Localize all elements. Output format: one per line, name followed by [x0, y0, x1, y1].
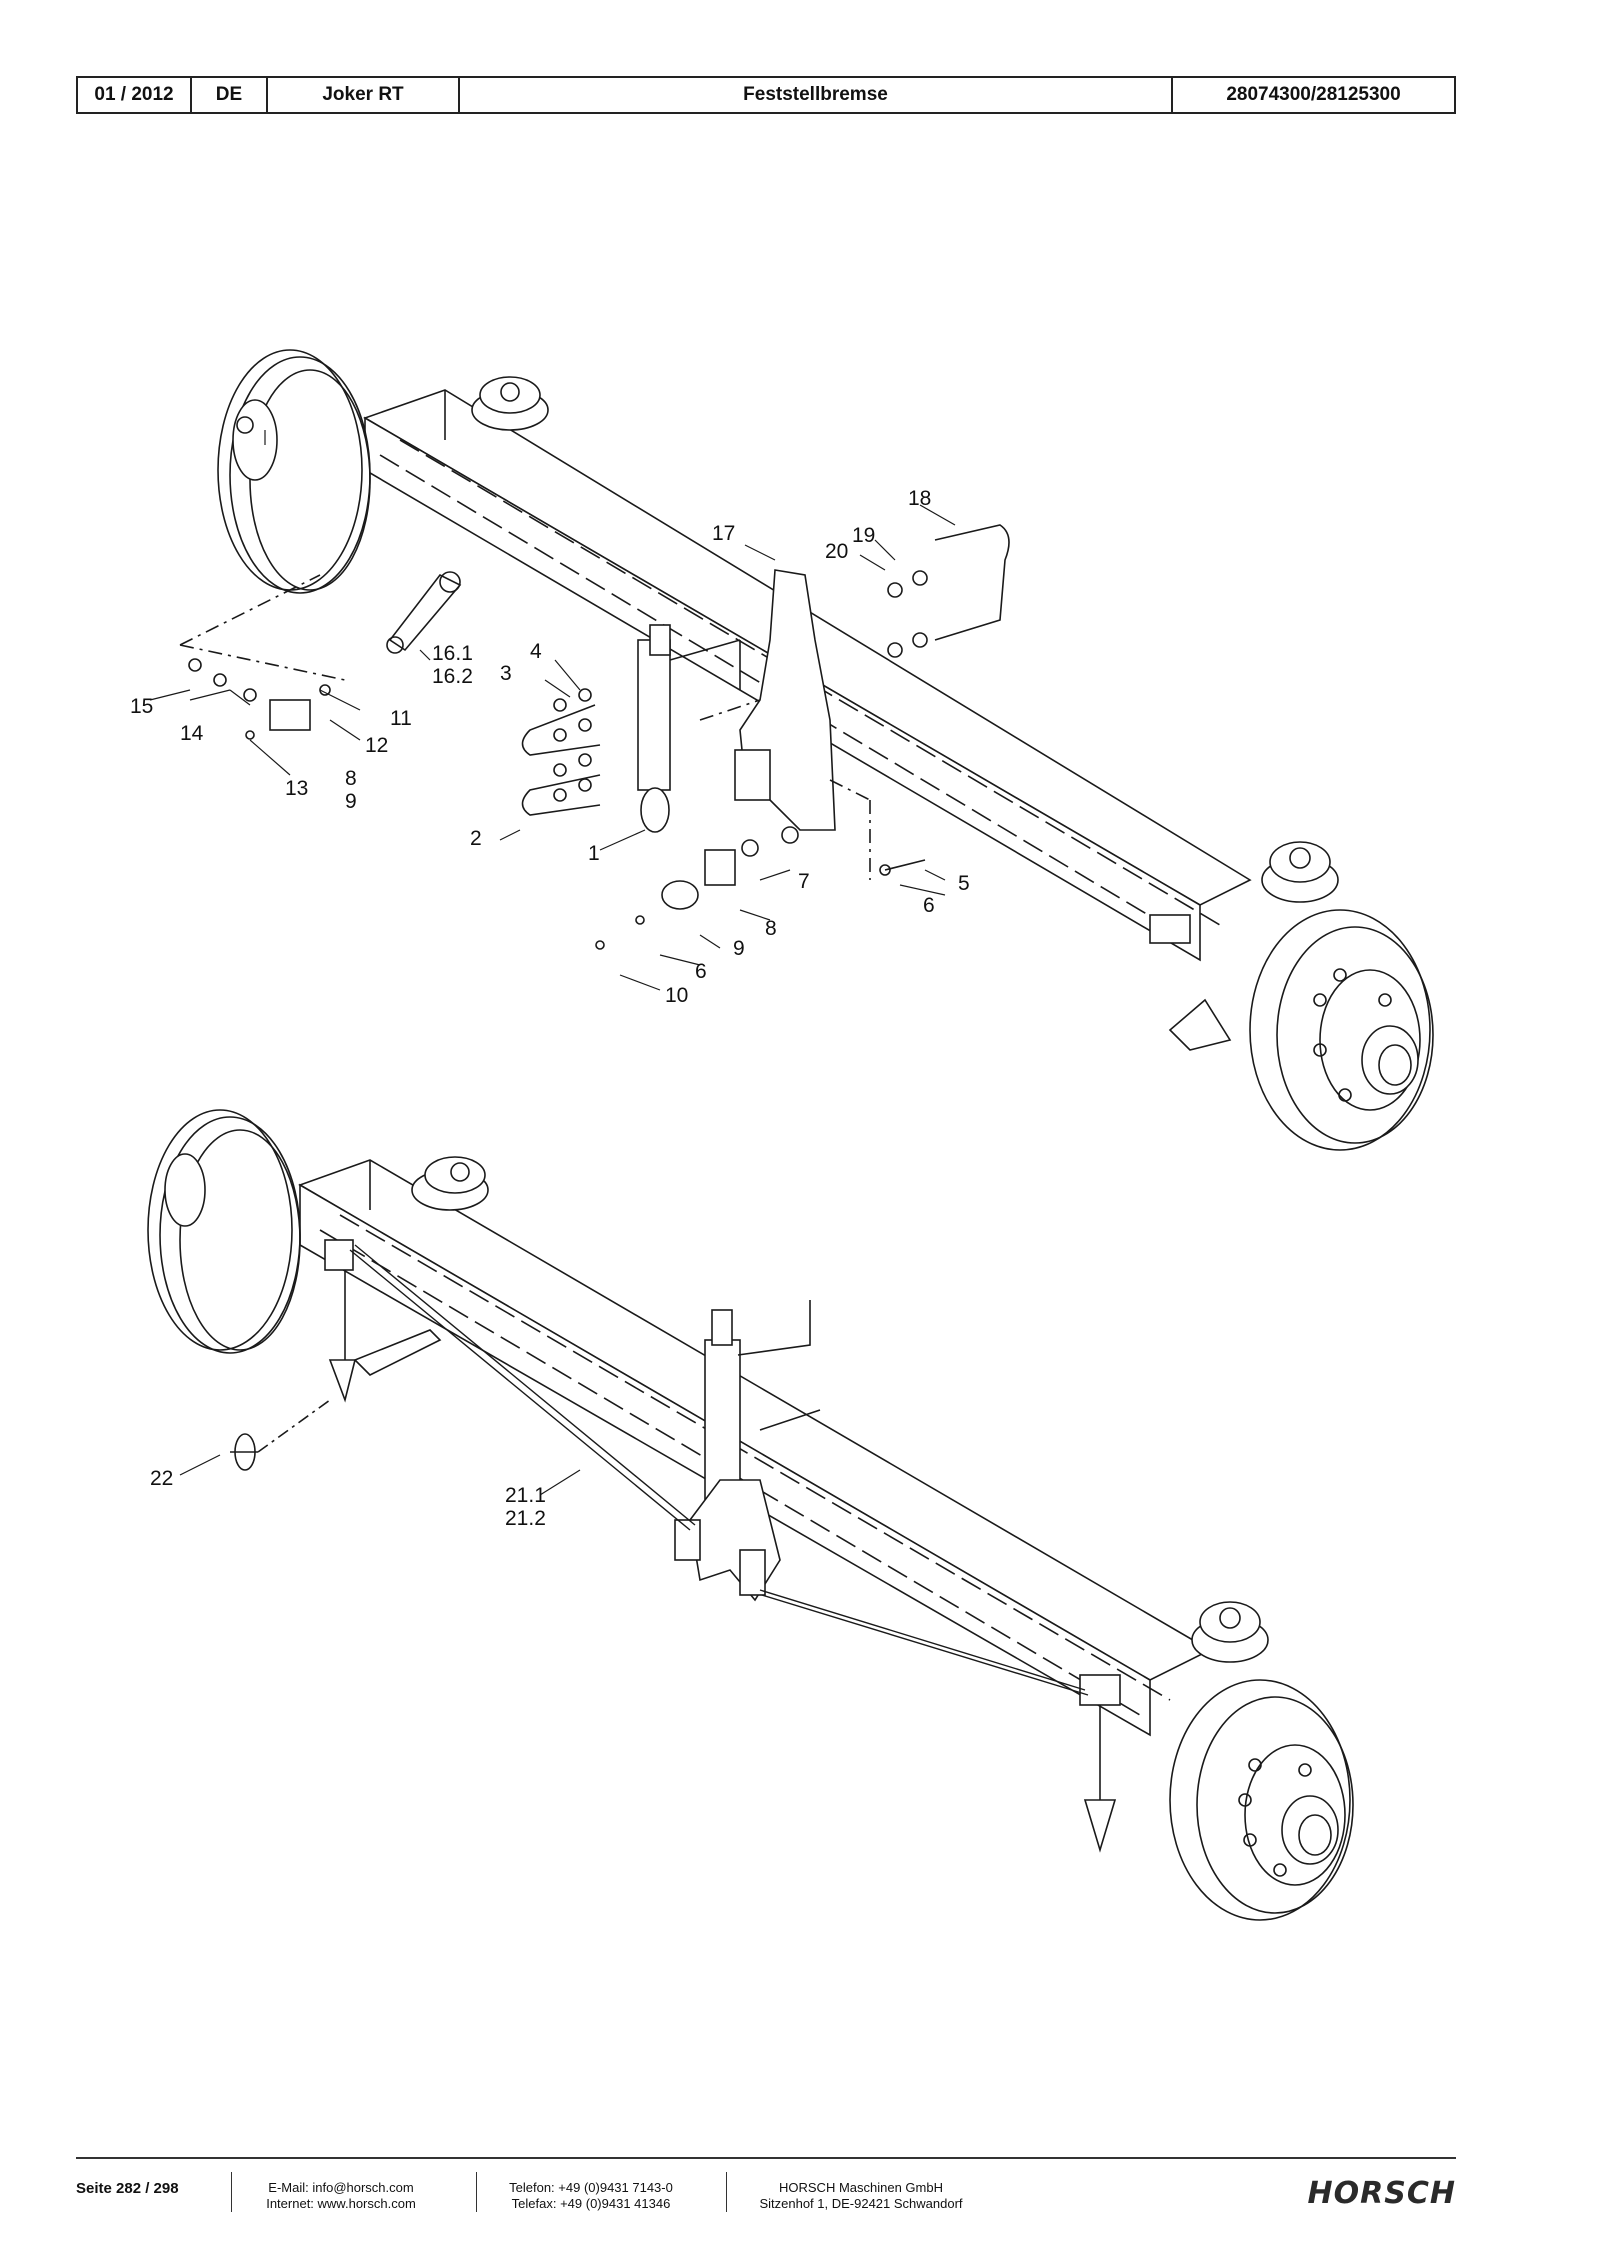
- footer-contact-web: E-Mail: info@horsch.com Internet: www.ho…: [256, 2180, 426, 2212]
- callout-9: 9: [733, 937, 745, 960]
- callout-16-1: 16.1: [432, 642, 473, 665]
- callout-20: 20: [825, 540, 848, 563]
- callout-21-1: 21.1: [505, 1484, 546, 1507]
- bottom-right-brake-drum: [1169, 1679, 1354, 1921]
- bottom-right-brake-chamber: [1191, 1601, 1269, 1663]
- small-hardware: [188, 570, 928, 950]
- callout-14: 14: [180, 722, 204, 745]
- footer: Seite 282 / 298 E-Mail: info@horsch.com …: [76, 2172, 1456, 2218]
- header-part-numbers: 28074300/28125300: [1226, 84, 1401, 105]
- callout-18: 18: [908, 487, 931, 510]
- footer-company: HORSCH Maschinen GmbH: [779, 2180, 943, 2195]
- callout-7: 7: [798, 870, 810, 893]
- callout-5: 5: [958, 872, 970, 895]
- header-date: 01 / 2012: [78, 78, 192, 112]
- footer-fax: Telefax: +49 (0)9431 41346: [511, 2196, 671, 2211]
- callout-4: 4: [530, 640, 542, 663]
- top-right-brake-drum: [1249, 909, 1434, 1151]
- bracket-plate: [734, 569, 836, 831]
- footer-company-block: HORSCH Maschinen GmbH Sitzenhof 1, DE-92…: [746, 2180, 976, 2212]
- top-left-slack-adjuster: [386, 571, 462, 654]
- callout-9b: 9: [345, 790, 357, 813]
- header-table: 01 / 2012 DE Joker RT Feststellbremse 28…: [76, 76, 1456, 114]
- bottom-leader-lines: [179, 1454, 581, 1496]
- callout-16-2: 16.2: [432, 665, 473, 688]
- callout-8b: 8: [345, 767, 357, 790]
- footer-page-number: Seite 282 / 298: [76, 2180, 179, 2197]
- callout-6b: 6: [695, 960, 707, 983]
- footer-separator: [476, 2172, 477, 2212]
- brake-cables: [349, 1244, 1089, 1696]
- bottom-right-linkage: [1079, 1674, 1121, 1853]
- u-bolts: [521, 524, 1010, 816]
- callout-11: 11: [390, 707, 412, 730]
- bottom-left-brake-chamber: [411, 1156, 489, 1211]
- callout-1: 1: [588, 842, 600, 865]
- horsch-logo: HORSCH: [1307, 2176, 1456, 2211]
- header-model: Joker RT: [268, 78, 460, 112]
- top-axle-assembly: 1 2 3 4 5 6 7 8 9 6 10 11 12 13 8 9 14 1…: [130, 349, 1434, 1151]
- handbrake-column: [637, 624, 741, 833]
- bottom-left-linkage: [324, 1239, 442, 1403]
- top-right-bracket: [1149, 914, 1232, 1051]
- bottom-handbrake-lever: [674, 1300, 821, 1602]
- callout-13: 13: [285, 777, 308, 800]
- footer-rule: [76, 2157, 1456, 2159]
- bottom-axle-beam: [298, 1159, 1212, 1737]
- footer-internet[interactable]: Internet: www.horsch.com: [266, 2196, 416, 2211]
- footer-contact-phone: Telefon: +49 (0)9431 7143-0 Telefax: +49…: [496, 2180, 686, 2212]
- shackle: [230, 1399, 331, 1471]
- callout-21-2: 21.2: [505, 1507, 546, 1530]
- top-right-brake-chamber: [1261, 841, 1339, 903]
- callout-17: 17: [712, 522, 735, 545]
- header-title: Feststellbremse: [460, 78, 1173, 112]
- footer-address: Sitzenhof 1, DE-92421 Schwandorf: [759, 2196, 963, 2211]
- top-left-brake-drum: [217, 349, 371, 594]
- bottom-axle-assembly: 22 21.1 21.2: [147, 1109, 1354, 1921]
- callout-22: 22: [150, 1467, 173, 1490]
- callout-2: 2: [470, 827, 482, 850]
- footer-separator: [726, 2172, 727, 2212]
- footer-email[interactable]: E-Mail: info@horsch.com: [268, 2180, 414, 2195]
- bottom-left-brake-drum: [147, 1109, 301, 1354]
- construction-lines: [179, 574, 871, 880]
- top-left-brake-chamber: [471, 376, 549, 431]
- header-language: DE: [192, 78, 268, 112]
- callout-10: 10: [665, 984, 688, 1007]
- callout-3: 3: [500, 662, 512, 685]
- footer-phone: Telefon: +49 (0)9431 7143-0: [509, 2180, 673, 2195]
- callout-19: 19: [852, 524, 875, 547]
- callout-15: 15: [130, 695, 153, 718]
- callout-6: 6: [923, 894, 935, 917]
- footer-separator: [231, 2172, 232, 2212]
- callout-8: 8: [765, 917, 777, 940]
- callout-12: 12: [365, 734, 388, 757]
- leader-lines: [149, 430, 956, 991]
